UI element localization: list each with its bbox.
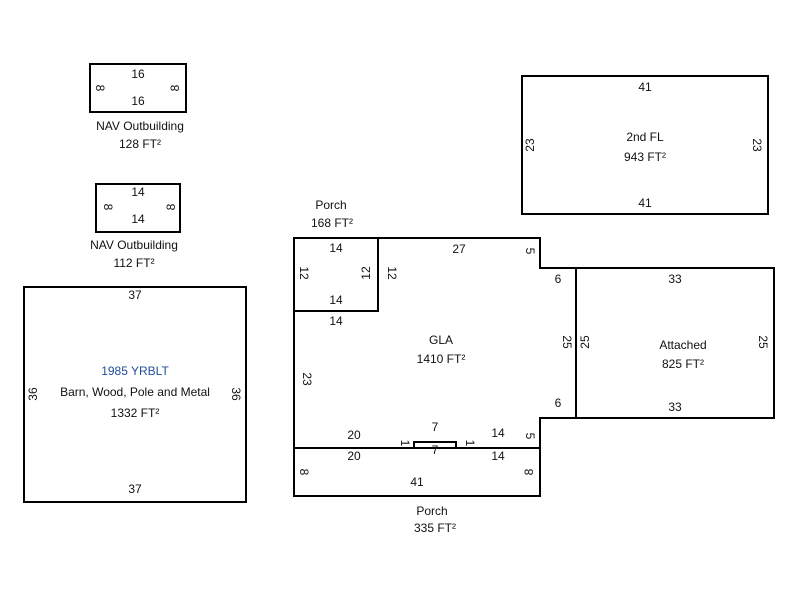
- dim-label: 1: [398, 440, 412, 447]
- gla: 27 5 12 14 6 25 23 6 5 20 14 7 1 1 GLA 1…: [293, 237, 577, 449]
- dim-label: 8: [168, 84, 182, 91]
- dim-label: 20: [347, 449, 361, 463]
- area-size: 1332 FT²: [111, 406, 160, 420]
- dim-label: 14: [131, 185, 145, 199]
- dim-label: 14: [491, 449, 505, 463]
- area-size: 825 FT²: [662, 357, 704, 371]
- dim-label: 12: [385, 266, 399, 280]
- dim-label: 25: [756, 335, 770, 349]
- dim-label: 7: [432, 420, 439, 434]
- barn-outline: [23, 286, 247, 503]
- porch-top: 14 14 12 12 Porch 168 FT²: [293, 198, 379, 312]
- dim-label: 37: [128, 482, 142, 496]
- dim-label: 23: [523, 138, 537, 152]
- dim-label: 41: [410, 475, 424, 489]
- dim-label: 8: [93, 85, 107, 92]
- dim-label: 23: [750, 138, 764, 152]
- area-size: 168 FT²: [311, 216, 353, 230]
- dim-label: 14: [329, 293, 343, 307]
- dim-label: 27: [452, 242, 466, 256]
- area-name: Barn, Wood, Pole and Metal: [60, 385, 210, 399]
- dim-label: 36: [229, 387, 243, 401]
- dim-label: 14: [131, 212, 145, 226]
- dim-label: 8: [101, 204, 115, 211]
- porch-bottom: 20 7 14 8 8 41 Porch 335 FT²: [293, 443, 541, 535]
- area-name: 2nd FL: [626, 130, 664, 144]
- dim-label: 41: [638, 196, 652, 210]
- barn: 37 37 36 36 1985 YRBLT Barn, Wood, Pole …: [23, 286, 247, 503]
- dim-label: 12: [359, 266, 373, 280]
- dim-label: 14: [329, 241, 343, 255]
- area-size: 112 FT²: [113, 256, 154, 270]
- dim-label: 6: [555, 396, 562, 410]
- dim-label: 16: [131, 94, 145, 108]
- attached-outline: [575, 267, 775, 419]
- dim-label: 33: [668, 400, 682, 414]
- dim-label: 20: [347, 428, 361, 442]
- dim-label: 5: [523, 433, 537, 440]
- nav-outbuilding-1: 16 16 8 8 NAV Outbuilding 128 FT²: [89, 63, 187, 151]
- dim-label: 36: [26, 387, 40, 401]
- dim-label: 12: [297, 266, 311, 280]
- dim-label: 16: [131, 67, 145, 81]
- dim-label: 8: [522, 468, 536, 475]
- nav-outbuilding-1-outline: [89, 63, 187, 113]
- area-name: NAV Outbuilding: [90, 238, 178, 252]
- attached-garage: 33 33 25 25 Attached 825 FT²: [575, 267, 775, 419]
- dim-label: 37: [128, 288, 142, 302]
- dim-label: 33: [668, 272, 682, 286]
- area-name: NAV Outbuilding: [96, 119, 184, 133]
- area-name: Attached: [659, 338, 706, 352]
- area-size: 943 FT²: [624, 150, 666, 164]
- nav-outbuilding-2-outline: [95, 183, 181, 233]
- dim-label: 8: [164, 203, 178, 210]
- dim-label: 8: [297, 469, 311, 476]
- dim-label: 25: [578, 335, 592, 349]
- second-floor-outline: [521, 75, 769, 215]
- dim-label: 14: [329, 314, 343, 328]
- area-size: 1410 FT²: [417, 352, 466, 366]
- dim-label: 14: [491, 426, 505, 440]
- area-name: Porch: [416, 504, 447, 518]
- second-floor: 41 41 23 23 2nd FL 943 FT²: [521, 75, 769, 215]
- porch-top-outline: [293, 237, 379, 312]
- area-size: 128 FT²: [119, 137, 161, 151]
- dim-label: 6: [555, 272, 562, 286]
- area-size: 335 FT²: [414, 521, 456, 535]
- area-name: GLA: [429, 333, 453, 347]
- dim-label: 41: [638, 80, 652, 94]
- dim-label: 25: [560, 335, 574, 349]
- nav-outbuilding-2: 14 14 8 8 NAV Outbuilding 112 FT²: [90, 183, 181, 270]
- dim-label: 1: [463, 440, 477, 447]
- dim-label: 7: [432, 443, 439, 457]
- area-name: Porch: [315, 198, 346, 212]
- porch-bottom-outline: [293, 447, 541, 497]
- dim-label: 5: [523, 248, 537, 255]
- dim-label: 23: [300, 372, 314, 386]
- year-built-label: 1985 YRBLT: [101, 364, 169, 378]
